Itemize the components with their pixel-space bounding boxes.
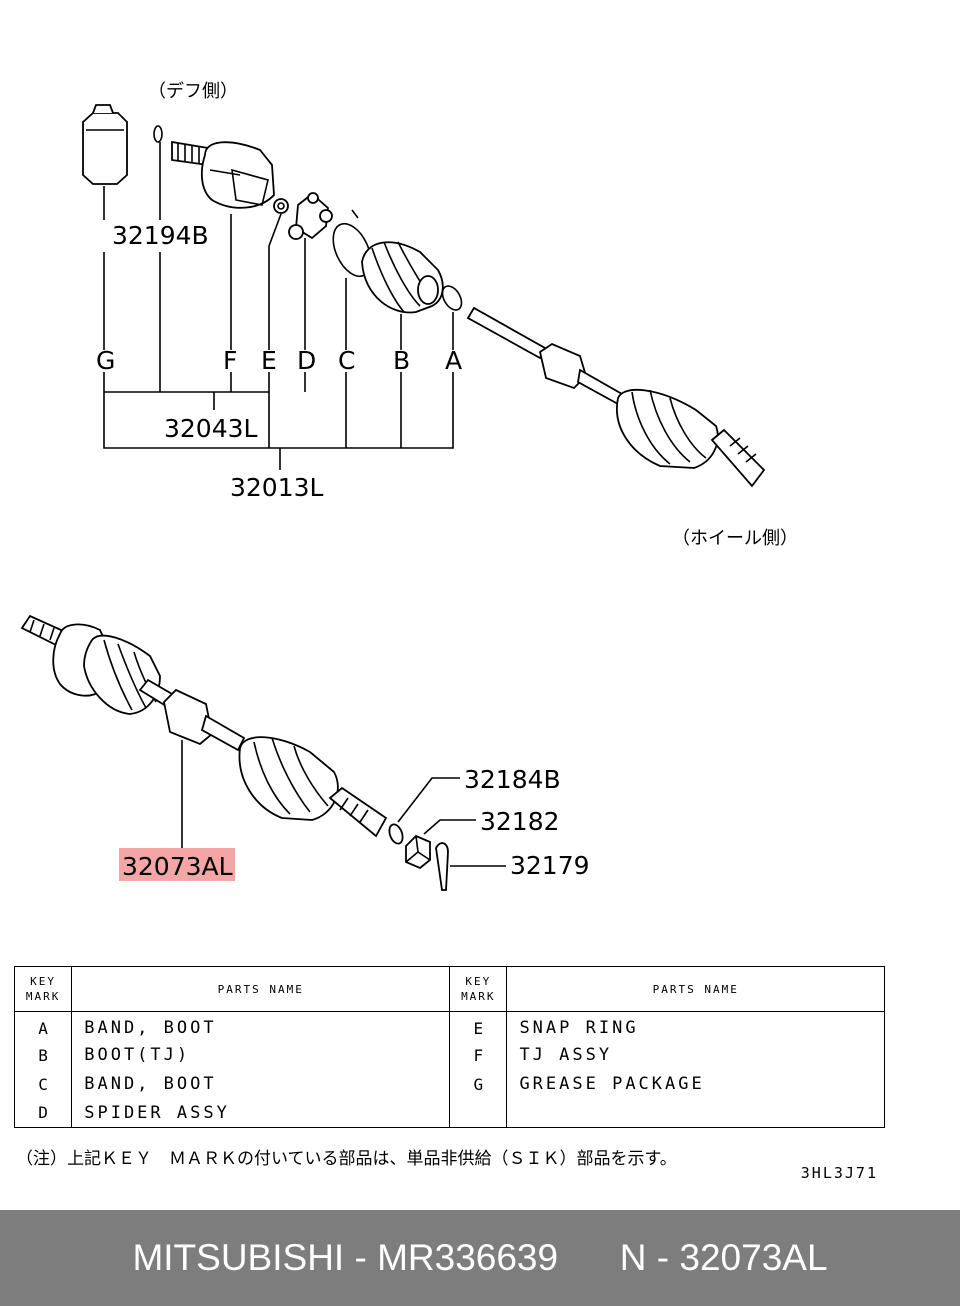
- part-name-cell: SPIDER ASSY: [71, 1098, 451, 1128]
- parts-name-header-right: PARTS NAME: [506, 966, 885, 1012]
- part-name-cell: BAND, BOOT: [71, 1069, 451, 1099]
- part-name-cell: BAND, BOOT: [71, 1011, 451, 1041]
- key-mark-cell: E: [449, 1011, 508, 1041]
- key-mark-cell: A: [13, 1011, 73, 1041]
- label-nut: 32182: [480, 807, 560, 836]
- table-row: C BAND, BOOT G GREASE PACKAGE: [13, 1069, 885, 1099]
- key-letter-f: F: [223, 346, 237, 375]
- snap-ring-drawing: [273, 198, 289, 214]
- label-washer: 32184B: [464, 765, 561, 794]
- footer-brand-part: MITSUBISHI - MR336639: [132, 1237, 559, 1278]
- key-letter-b: B: [393, 346, 410, 375]
- key-letter-d: D: [297, 346, 316, 375]
- label-shaft: 32073AL: [122, 852, 233, 881]
- grease-package-drawing: [82, 104, 128, 185]
- key-mark-cell: B: [13, 1040, 73, 1070]
- key-letter-g: G: [96, 346, 115, 375]
- footer-spacer: [558, 1237, 620, 1279]
- key-mark-cell: C: [13, 1069, 73, 1099]
- reference-code: 3HL3J71: [800, 1164, 878, 1182]
- part-name-cell: BOOT(TJ): [71, 1040, 451, 1070]
- label-grease: 32194B: [112, 221, 209, 250]
- boot-tj-drawing: [361, 241, 444, 314]
- key-mark-cell: F: [449, 1040, 508, 1070]
- nut-drawing: [405, 834, 431, 870]
- table-row: A BAND, BOOT E SNAP RING: [13, 1011, 885, 1041]
- part-name-cell: TJ ASSY: [506, 1040, 885, 1070]
- wheel-side-label: （ホイール側）: [672, 528, 798, 549]
- label-assy: 32013L: [230, 473, 324, 502]
- key-mark-cell: G: [449, 1069, 508, 1099]
- diff-side-label: （デフ側）: [148, 81, 238, 102]
- parts-diagram: （デフ側） （ホイール側）: [20, 81, 798, 891]
- key-letters: G F E D C B A: [96, 346, 462, 375]
- key-letter-e: E: [261, 346, 277, 375]
- key-letter-a: A: [445, 346, 462, 375]
- table-row: D SPIDER ASSY: [13, 1098, 885, 1128]
- highlight-box: [119, 848, 235, 881]
- key-letter-c: C: [338, 346, 355, 375]
- footnote: （注）上記ＫＥＹ ＭＡＲＫの付いている部品は、単品非供給（ＳＩＫ）部品を示す。: [16, 1149, 677, 1169]
- key-mark-cell: D: [13, 1098, 73, 1128]
- table-row: B BOOT(TJ) F TJ ASSY: [13, 1040, 885, 1070]
- label-pin: 32179: [510, 851, 590, 880]
- label-sub-assy: 32043L: [164, 414, 258, 443]
- band-boot-a-drawing: [441, 285, 463, 311]
- drive-shaft-top-drawing: [466, 306, 766, 488]
- key-mark-cell: [449, 1098, 508, 1128]
- tj-assy-drawing: [171, 140, 275, 209]
- part-name-cell: GREASE PACKAGE: [506, 1069, 885, 1099]
- part-name-cell: SNAP RING: [506, 1011, 885, 1041]
- part-name-cell: [506, 1098, 885, 1128]
- footer-ref-code: N - 32073AL: [619, 1237, 828, 1278]
- leader-lines-lower: [181, 740, 506, 867]
- parts-name-header: PARTS NAME: [71, 966, 451, 1012]
- cotter-pin-drawing: [435, 842, 449, 891]
- drive-shaft-assembly-drawing: [20, 614, 388, 838]
- footer-banner: MITSUBISHI - MR336639 N - 32073AL: [0, 1210, 960, 1306]
- snap-ring-small-drawing: [153, 125, 163, 143]
- spider-assy-drawing: [288, 192, 333, 240]
- washer-drawing: [388, 823, 404, 845]
- leader-lines: [103, 142, 454, 470]
